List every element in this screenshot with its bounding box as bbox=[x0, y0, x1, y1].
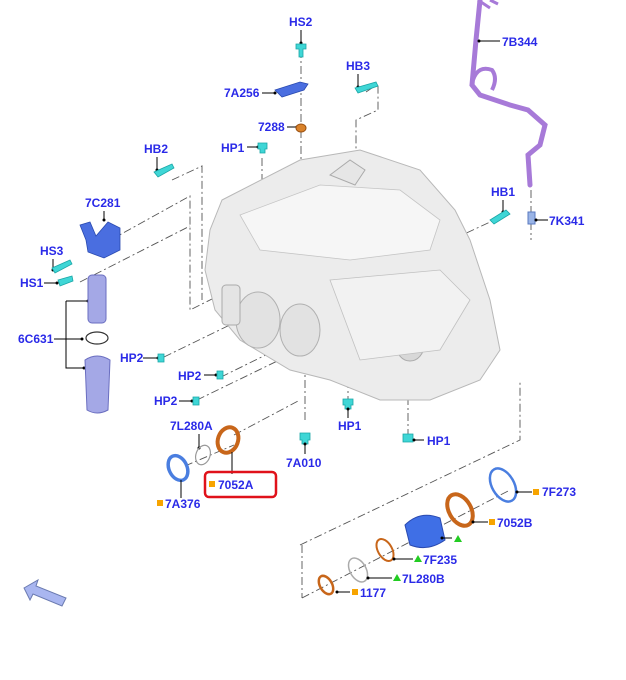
plug-icon bbox=[342, 398, 354, 410]
plug-icon bbox=[216, 370, 224, 380]
part-7f235[interactable]: 7F235 bbox=[373, 536, 457, 567]
label-7b344: 7B344 bbox=[502, 35, 538, 49]
part-6c631[interactable]: 6C631 bbox=[18, 274, 111, 414]
part-1177[interactable]: 1177 bbox=[316, 573, 387, 600]
plug-icon bbox=[157, 353, 165, 363]
label-hp1-mid: HP1 bbox=[338, 419, 362, 433]
bolt-icon bbox=[489, 209, 511, 225]
part-hb3[interactable]: HB3 bbox=[346, 59, 379, 94]
label-hb3: HB3 bbox=[346, 59, 370, 73]
bolt-icon bbox=[354, 81, 379, 94]
o-ring-icon bbox=[85, 331, 109, 345]
label-7a256: 7A256 bbox=[224, 86, 260, 100]
label-hp2-b: HP2 bbox=[178, 369, 202, 383]
label-hb2: HB2 bbox=[144, 142, 168, 156]
label-7a376: 7A376 bbox=[165, 497, 201, 511]
seal-icon bbox=[445, 492, 475, 528]
part-7k341[interactable]: 7K341 bbox=[527, 211, 585, 228]
label-7k341: 7K341 bbox=[549, 214, 585, 228]
square-marker-icon bbox=[489, 519, 495, 525]
triangle-marker-icon bbox=[414, 555, 422, 562]
label-7288: 7288 bbox=[258, 120, 285, 134]
label-hp1-top: HP1 bbox=[221, 141, 245, 155]
part-hp2-c[interactable]: HP2 bbox=[154, 394, 200, 408]
part-7052a[interactable]: 7052A bbox=[203, 424, 278, 499]
part-hs3[interactable]: HS3 bbox=[40, 244, 73, 274]
bolt-icon bbox=[153, 163, 175, 178]
label-7f235: 7F235 bbox=[423, 553, 457, 567]
arrow-up-left-icon[interactable] bbox=[23, 578, 67, 607]
part-hs1[interactable]: HS1 bbox=[20, 275, 74, 290]
seal-icon bbox=[215, 425, 241, 455]
label-7c281: 7C281 bbox=[85, 196, 121, 210]
screw-icon bbox=[295, 43, 307, 58]
o-ring-icon bbox=[375, 538, 395, 562]
filter-housing-icon bbox=[79, 221, 121, 259]
label-6c631: 6C631 bbox=[18, 332, 54, 346]
square-marker-icon bbox=[209, 481, 215, 487]
piston-icon bbox=[404, 514, 446, 549]
part-hb1[interactable]: HB1 bbox=[489, 185, 515, 225]
label-hs2: HS2 bbox=[289, 15, 313, 29]
square-marker-icon bbox=[352, 589, 358, 595]
part-7l280a[interactable]: 7L280A bbox=[170, 419, 213, 467]
seal-icon bbox=[317, 574, 335, 596]
square-marker-icon bbox=[157, 500, 163, 506]
transmission-housing bbox=[204, 149, 501, 401]
part-7l280b[interactable]: 7L280B bbox=[345, 555, 445, 586]
seal-icon bbox=[295, 123, 307, 133]
plug-icon bbox=[402, 433, 414, 443]
part-7a256[interactable]: 7A256 bbox=[224, 81, 309, 100]
label-7l280b: 7L280B bbox=[402, 572, 445, 586]
label-1177: 1177 bbox=[360, 586, 386, 600]
part-7f273[interactable]: 7F273 bbox=[484, 464, 576, 506]
seal-icon bbox=[166, 453, 190, 483]
part-hp2-a[interactable]: HP2 bbox=[120, 351, 165, 365]
triangle-marker-icon bbox=[393, 574, 401, 581]
square-marker-icon bbox=[533, 489, 539, 495]
part-hp1-top[interactable]: HP1 bbox=[221, 141, 268, 155]
part-7a010[interactable]: 7A010 bbox=[286, 432, 322, 470]
screw-icon bbox=[57, 275, 74, 287]
label-hp2-a: HP2 bbox=[120, 351, 144, 365]
label-hp2-c: HP2 bbox=[154, 394, 178, 408]
o-ring-icon bbox=[194, 444, 212, 466]
part-piston[interactable] bbox=[404, 514, 462, 549]
tube-icon bbox=[469, 0, 548, 188]
part-hp2-b[interactable]: HP2 bbox=[178, 369, 224, 383]
part-7a376[interactable]: 7A376 bbox=[157, 452, 201, 511]
label-hs3: HS3 bbox=[40, 244, 64, 258]
plug-icon bbox=[257, 142, 268, 154]
part-7b344[interactable]: 7B344 bbox=[469, 0, 548, 188]
label-7l280a: 7L280A bbox=[170, 419, 213, 433]
triangle-marker-icon bbox=[454, 535, 462, 542]
part-hs2[interactable]: HS2 bbox=[289, 15, 313, 58]
screw-icon bbox=[51, 259, 73, 274]
o-ring-icon bbox=[347, 557, 369, 583]
plug-icon bbox=[299, 432, 311, 445]
part-7052b[interactable]: 7052B bbox=[442, 490, 533, 530]
label-hs1: HS1 bbox=[20, 276, 44, 290]
bracket-icon bbox=[274, 81, 309, 98]
label-7f273: 7F273 bbox=[542, 485, 576, 499]
label-hp1-right: HP1 bbox=[427, 434, 451, 448]
filter-cup-icon bbox=[84, 355, 111, 414]
part-hp1-right[interactable]: HP1 bbox=[402, 433, 451, 448]
part-hb2[interactable]: HB2 bbox=[144, 142, 175, 178]
part-hp1-mid[interactable]: HP1 bbox=[338, 398, 362, 433]
highlight-box bbox=[203, 470, 278, 499]
part-7c281[interactable]: 7C281 bbox=[79, 196, 121, 259]
part-7288[interactable]: 7288 bbox=[258, 120, 307, 134]
label-7052a: 7052A bbox=[218, 478, 254, 492]
label-7a010: 7A010 bbox=[286, 456, 322, 470]
connector-icon bbox=[527, 211, 536, 225]
alignment-lines bbox=[79, 50, 532, 599]
label-7052b: 7052B bbox=[497, 516, 533, 530]
filter-element-icon bbox=[87, 274, 107, 324]
label-hb1: HB1 bbox=[491, 185, 515, 199]
seal-icon bbox=[488, 467, 518, 503]
plug-icon bbox=[192, 396, 200, 406]
